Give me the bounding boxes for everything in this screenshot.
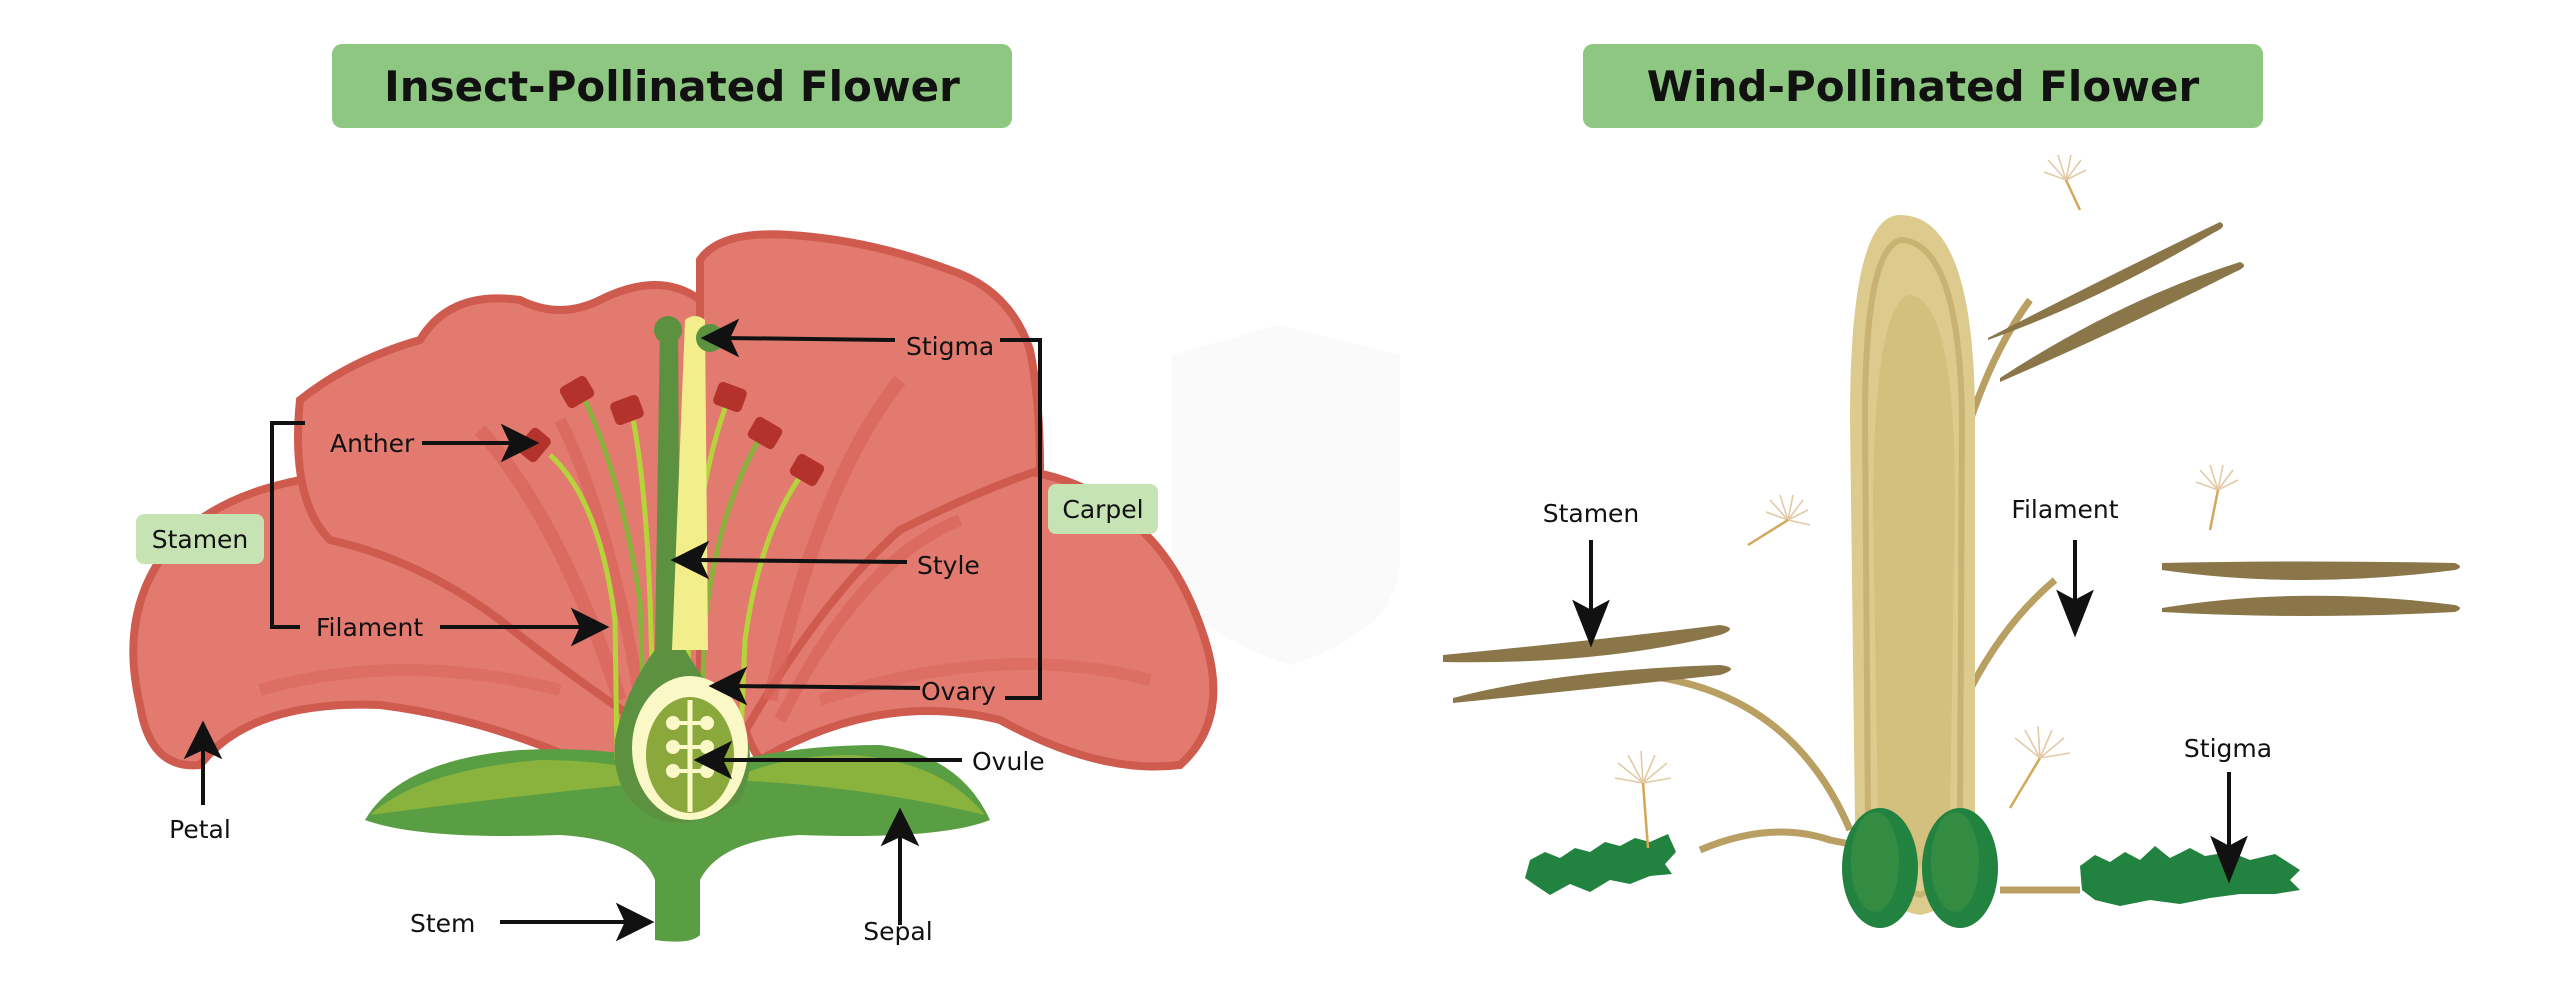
sepal-label: Sepal (863, 917, 932, 946)
stamen-tag-box (136, 514, 264, 564)
carpel-bracket (1000, 338, 1042, 700)
wind-flower-title: Wind-Pollinated Flower (1583, 44, 2263, 128)
insect-flower-illustration (129, 230, 1218, 942)
carpel-tag-box (1048, 484, 1158, 534)
wind-anthers (1443, 222, 2460, 703)
carpel-group-label: Carpel (1062, 495, 1143, 524)
petal-label: Petal (169, 815, 231, 844)
filament-left (1639, 671, 1854, 832)
wind-flower-illustration (1443, 154, 2460, 928)
stamen-group-label: Stamen (152, 525, 249, 554)
ovules (666, 716, 714, 778)
wind-filament-label: Filament (2011, 495, 2118, 524)
style-label: Style (917, 551, 980, 580)
filament-label: Filament (316, 613, 423, 642)
stem-label: Stem (410, 909, 475, 938)
stigma-label: Stigma (906, 332, 994, 361)
pollen-puffs (1614, 154, 2239, 849)
watermark-shield (1172, 325, 1400, 665)
stigma-right (2080, 846, 2300, 906)
insect-flower-title: Insect-Pollinated Flower (332, 44, 1012, 128)
ovary-label: Ovary (921, 677, 996, 706)
stigma-left (1525, 834, 1676, 895)
insect-pointer-lines (183, 318, 1042, 942)
wind-pointer-lines (1572, 540, 2248, 884)
wind-stigma-label: Stigma (2184, 734, 2272, 763)
ovule-label: Ovule (972, 747, 1045, 776)
stamen-bracket (270, 421, 305, 629)
anther-label: Anther (330, 429, 415, 458)
wind-stamen-label: Stamen (1543, 499, 1640, 528)
